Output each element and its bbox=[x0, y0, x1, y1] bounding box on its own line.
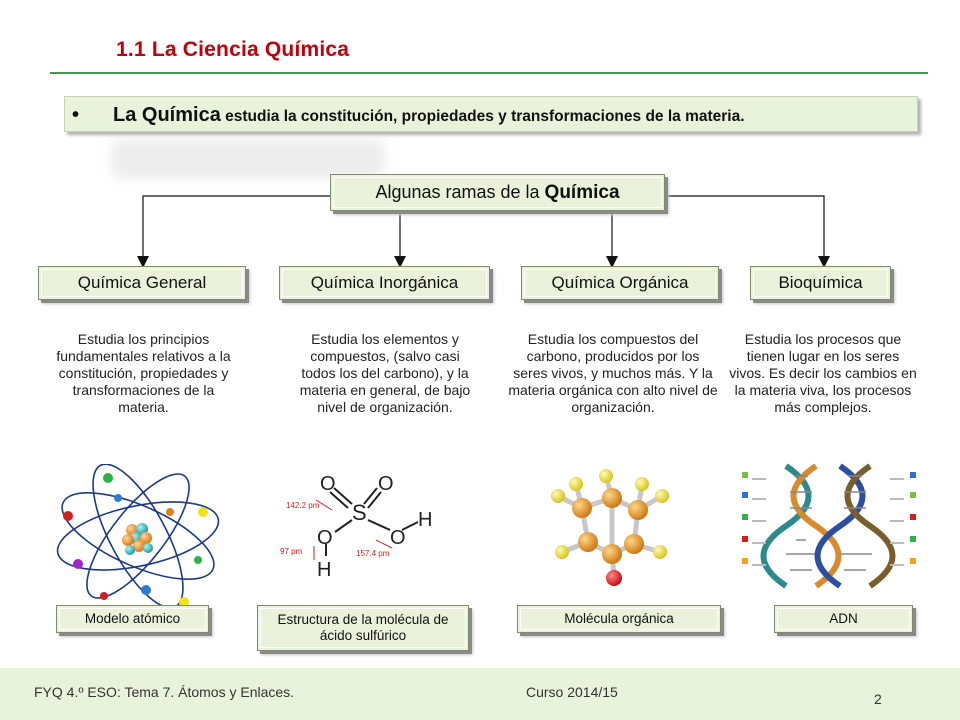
atomic-model-illustration bbox=[56, 464, 220, 609]
measure-so-single: 157.4 pm bbox=[356, 549, 390, 558]
dna-helix-right bbox=[814, 463, 896, 589]
branch-inorganica: Química Inorgánica bbox=[279, 266, 490, 300]
sulfuric-acid-diagram: O O S O O H H 142.2 pm 97 pm 157.4 pm bbox=[280, 473, 432, 581]
intro-banner bbox=[64, 96, 918, 132]
intro-lead: La Química bbox=[113, 104, 221, 126]
footer-band bbox=[0, 668, 960, 720]
branch-organica: Química Orgánica bbox=[521, 266, 719, 300]
intro-body: estudia la constitución, propiedades y t… bbox=[220, 108, 745, 125]
decorative-glow bbox=[112, 140, 384, 178]
atom-o-left: O bbox=[317, 527, 333, 549]
atom-o-top-left: O bbox=[320, 473, 336, 495]
connector-general bbox=[137, 195, 330, 268]
title-divider bbox=[50, 72, 928, 74]
page-number: 2 bbox=[874, 691, 882, 707]
atom-o-right: O bbox=[390, 527, 406, 549]
intro-sentence: La Química estudia la constitución, prop… bbox=[113, 104, 745, 127]
description-organica: Estudia los compuestos del carbono, prod… bbox=[508, 331, 718, 415]
dna-helix-left bbox=[760, 463, 842, 589]
caption-acido-sulfurico: Estructura de la molécula de ácido sulfú… bbox=[257, 605, 469, 651]
description-bioquimica: Estudia los procesos que tienen lugar en… bbox=[729, 331, 917, 415]
measure-so-bond: 142.2 pm bbox=[286, 501, 320, 510]
atom-h-right: H bbox=[418, 509, 432, 531]
root-emphasis: Química bbox=[544, 181, 620, 203]
description-general: Estudia los principios fundamentales rel… bbox=[56, 331, 231, 415]
caption-adn: ADN bbox=[774, 605, 913, 633]
measure-oh-bond: 97 pm bbox=[280, 547, 303, 556]
atom-o-top-right: O bbox=[378, 473, 394, 495]
nucleotide-legend-right bbox=[890, 472, 916, 566]
description-inorganica: Estudia los elementos y compuestos, (sal… bbox=[299, 331, 471, 415]
caption-molecula-organica: Molécula orgánica bbox=[517, 605, 721, 633]
nucleus bbox=[122, 523, 153, 555]
connector-bioquimica bbox=[665, 195, 830, 268]
branch-bioquimica: Bioquímica bbox=[750, 266, 891, 300]
dna-illustration bbox=[742, 463, 916, 589]
footer-school-year: Curso 2014/15 bbox=[526, 684, 618, 700]
intro-bullet: • bbox=[72, 104, 80, 126]
branch-general: Química General bbox=[38, 266, 246, 300]
atom-s: S bbox=[352, 500, 367, 525]
root-text: Algunas ramas de la bbox=[375, 182, 540, 202]
footer-course-info: FYQ 4.º ESO: Tema 7. Átomos y Enlaces. bbox=[34, 684, 295, 700]
caption-modelo-atomico: Modelo atómico bbox=[56, 605, 209, 633]
nucleotide-legend-left bbox=[742, 472, 766, 566]
atom-h-left: H bbox=[317, 559, 331, 581]
organic-molecule-illustration bbox=[551, 469, 669, 586]
slide-title: 1.1 La Ciencia Química bbox=[116, 38, 350, 61]
